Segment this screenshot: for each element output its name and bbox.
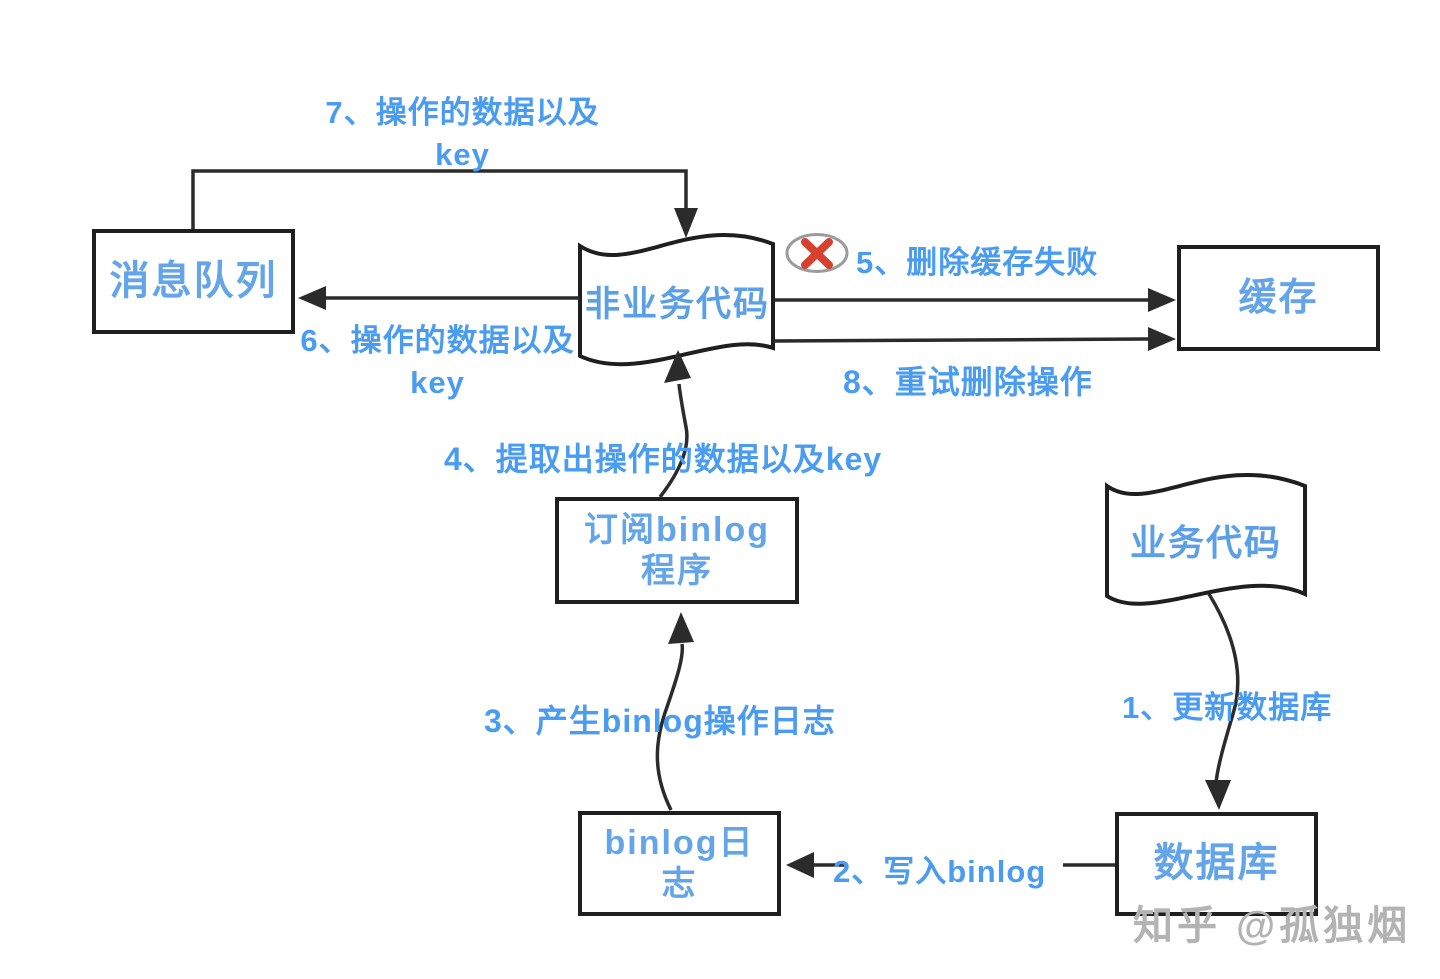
step2-arrowhead [786,852,814,878]
step4-connector-curve [658,383,689,499]
error-cross-icon [785,233,849,273]
business-code-label: 业务代码 [1129,522,1282,563]
step3-label: 3、产生binlog操作日志 [484,703,836,739]
binlog-log-label-line1: binlog日 [604,824,755,863]
step8-arrowhead [1148,327,1176,351]
step7-label: 7、操作的数据以及 key [290,92,635,176]
step8-label: 8、重试删除操作 [843,364,1093,400]
step4-arrowhead [664,350,691,383]
step8-connector-line [772,337,1153,343]
subscribe-binlog-node: 订阅binlog 程序 [555,497,799,604]
non-business-code-shape [578,233,775,367]
step7-label-line2: key [435,136,490,172]
step5-arrowhead [1148,288,1176,312]
step7-arrowhead [674,208,698,238]
step7-connector-line [191,169,688,229]
step3-arrowhead [668,612,694,644]
non-business-code-label: 非业务代码 [584,284,770,324]
watermark: 知乎 @孤独烟 [1133,904,1412,948]
message-queue-label: 消息队列 [109,258,278,303]
step1-arrowhead [1205,780,1231,810]
step6-label: 6、操作的数据以及 key [280,320,595,404]
subscribe-binlog-label-line1: 订阅binlog [584,511,770,550]
step3-connector-curve [655,643,685,811]
message-queue-node: 消息队列 [92,229,295,334]
step1-connector-curve [1207,593,1240,785]
step6-arrowhead [298,286,326,310]
database-node: 数据库 [1115,812,1318,916]
step6-label-line2: key [410,364,465,400]
cache-node: 缓存 [1177,245,1380,351]
subscribe-binlog-label-line2: 程序 [641,551,713,590]
cache-label: 缓存 [1238,276,1319,319]
step4-label: 4、提取出操作的数据以及key [444,441,883,477]
step6-label-line1: 6、操作的数据以及 [300,323,575,358]
binlog-log-label-line2: 志 [661,864,698,903]
database-label: 数据库 [1153,841,1280,886]
binlog-log-node: binlog日 志 [578,811,781,916]
step2-label: 2、写入binlog [833,854,1047,889]
step1-label: 1、更新数据库 [1122,690,1333,725]
business-code-shape [1105,473,1307,606]
step7-label-line1: 7、操作的数据以及 [325,95,600,130]
step5-label: 5、删除缓存失败 [856,245,1099,280]
